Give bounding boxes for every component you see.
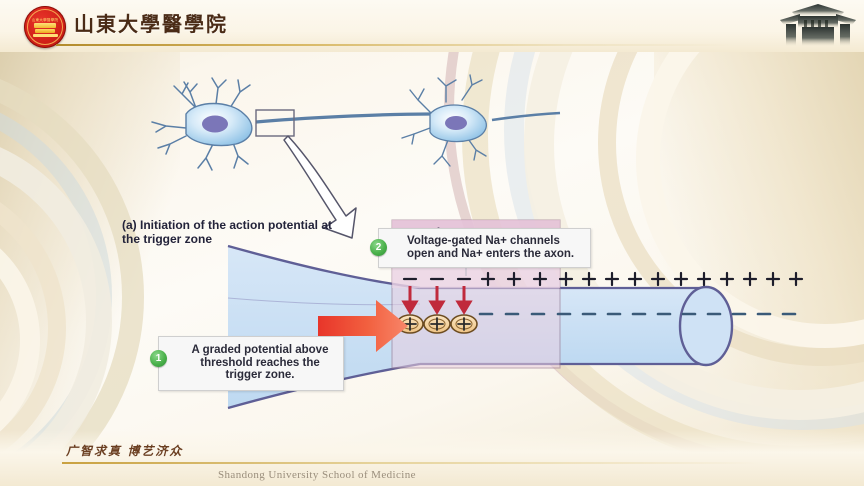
seal-bar-base [32,33,58,37]
axon-line [255,112,431,124]
presynaptic-nucleus [202,115,228,133]
header-divider [56,44,736,46]
signal-direction-arrow-icon [318,300,408,352]
step-2-text: Voltage-gated Na+ channels open and Na+ … [407,235,575,260]
postsynaptic-nucleus [445,116,467,130]
callout-step-2: 2 Voltage-gated Na+ channels open and Na… [370,228,591,268]
footer-divider [62,462,762,464]
action-potential-figure: (a) Initiation of the action potential a… [0,52,864,434]
step-2-badge: 2 [370,239,387,256]
seal-inner-ring: 山東大學醫學院 [27,9,63,45]
slide-footer: 广智求真 博艺济众 Shandong University School of … [0,430,864,486]
magnifier-box-icon [255,109,295,137]
seal-bar-mid [35,28,55,33]
callout-step-1: 1 A graded potential above threshold rea… [150,336,344,391]
seal-top-text: 山東大學醫學院 [31,17,59,22]
step-1-text: A graded potential above threshold reach… [191,344,329,381]
university-seal-icon: 山東大學醫學院 [24,6,66,48]
sodium-channels [396,314,478,334]
presynaptic-neuron [151,77,251,171]
postsynaptic-axon [491,111,561,122]
figure-caption: (a) Initiation of the action potential a… [122,218,332,246]
axon-end-cap [678,285,734,367]
outside-positive-charges [480,271,804,287]
seal-bar-top [34,22,56,28]
zoom-arrow-icon [283,135,357,239]
na-influx-arrows [401,286,473,315]
slide-header: 山東大學醫學院 山東大學醫學院 [0,0,864,52]
step-1-badge: 1 [150,350,167,367]
chinese-gate-icon [780,4,856,46]
university-motto: 广智求真 博艺济众 [66,444,184,458]
university-name-english: Shandong University School of Medicine [218,469,416,481]
page-title: 山東大學醫學院 [74,14,228,36]
